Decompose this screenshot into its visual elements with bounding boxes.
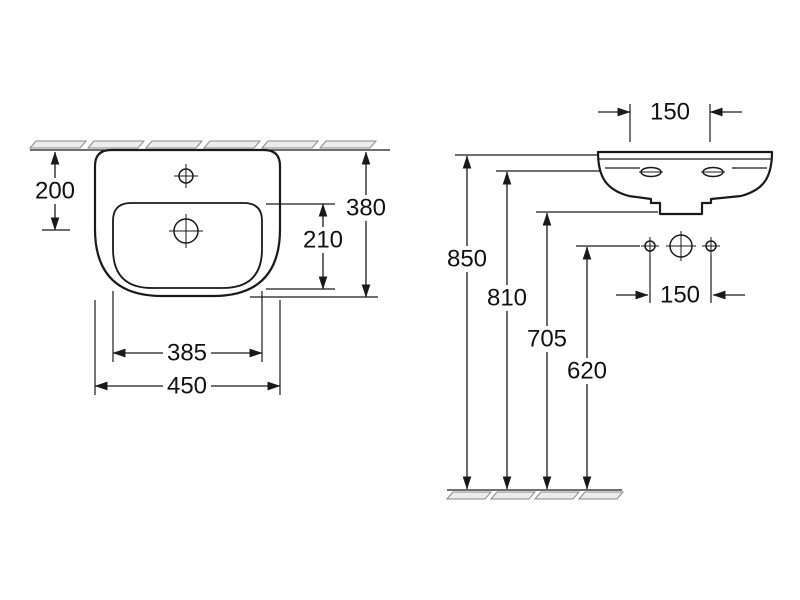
deck-slot-right: [701, 166, 725, 178]
dim-380-label: 380: [346, 195, 386, 222]
dim-450-label: 450: [167, 373, 207, 400]
fixing-hole-left: [641, 237, 659, 255]
dim-150-top-label: 150: [650, 99, 690, 126]
dimension-150-top: 150: [598, 99, 742, 142]
dimension-620: 620: [563, 245, 640, 490]
deck-slot-left: [639, 166, 663, 178]
dim-200-label: 200: [35, 178, 75, 205]
dimension-385: 385: [112, 291, 263, 367]
dim-210-label: 210: [303, 227, 343, 254]
dimension-200: 200: [31, 151, 79, 231]
tap-hole: [169, 214, 203, 248]
basin-bowl: [112, 202, 263, 289]
dim-705-label: 705: [527, 326, 567, 353]
basin-profile: [596, 150, 774, 216]
fixing-hole-right: [702, 237, 720, 255]
dim-150-bottom-label: 150: [660, 282, 700, 309]
dim-810-label: 810: [487, 285, 527, 312]
drain-hole: [666, 231, 696, 261]
dimension-810: 810: [483, 170, 600, 490]
dimension-705: 705: [523, 211, 658, 490]
wall-hatch: [28, 140, 390, 151]
floor-hatch: [445, 489, 625, 500]
overflow-hole: [174, 164, 198, 188]
dimension-150-bottom: 150: [616, 255, 745, 309]
dim-850-label: 850: [447, 246, 487, 273]
dim-385-label: 385: [167, 340, 207, 367]
top-view: 200 380 210 385: [28, 140, 390, 400]
dimension-450: 450: [94, 300, 281, 400]
dimension-850: 850: [443, 154, 597, 490]
dim-620-label: 620: [567, 358, 607, 385]
dimension-210: 210: [266, 203, 347, 290]
side-view: 150: [443, 99, 774, 500]
dimension-380: 380: [250, 151, 390, 298]
